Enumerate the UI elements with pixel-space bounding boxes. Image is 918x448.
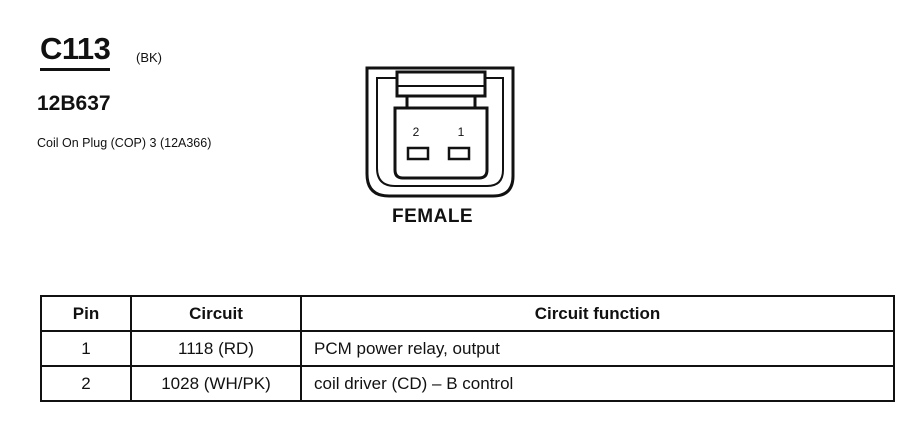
- table-row: 1 1118 (RD) PCM power relay, output: [40, 330, 895, 367]
- pin-table: Pin Circuit Circuit function 1 1118 (RD)…: [40, 295, 895, 402]
- cell-pin: 1: [40, 330, 132, 367]
- terminal-pin-1: [447, 146, 471, 161]
- connector-description: Coil On Plug (COP) 3 (12A366): [37, 136, 212, 150]
- part-number: 12B637: [37, 92, 111, 115]
- header-circuit-function: Circuit function: [300, 295, 895, 332]
- header-pin: Pin: [40, 295, 132, 332]
- table-header-row: Pin Circuit Circuit function: [40, 295, 895, 332]
- connector-outer-shell: [365, 66, 515, 198]
- connector-face-diagram: 2 1: [365, 66, 515, 198]
- table-row: 2 1028 (WH/PK) coil driver (CD) – B cont…: [40, 365, 895, 402]
- connector-cavity: [393, 106, 489, 180]
- connector-inner-shell: [376, 77, 504, 187]
- pin-label-2: 2: [413, 125, 420, 139]
- cell-circuit: 1118 (RD): [130, 330, 302, 367]
- cell-circuit-function: coil driver (CD) – B control: [300, 365, 895, 402]
- terminal-pin-2: [406, 146, 430, 161]
- connector-gender-label: FEMALE: [392, 206, 474, 227]
- connector-latch: [395, 70, 487, 98]
- cell-circuit-function: PCM power relay, output: [300, 330, 895, 367]
- cell-pin: 2: [40, 365, 132, 402]
- connector-color-code: (BK): [136, 50, 162, 65]
- header-circuit: Circuit: [130, 295, 302, 332]
- connector-id: C113: [40, 32, 111, 71]
- cell-circuit: 1028 (WH/PK): [130, 365, 302, 402]
- pin-label-1: 1: [458, 125, 465, 139]
